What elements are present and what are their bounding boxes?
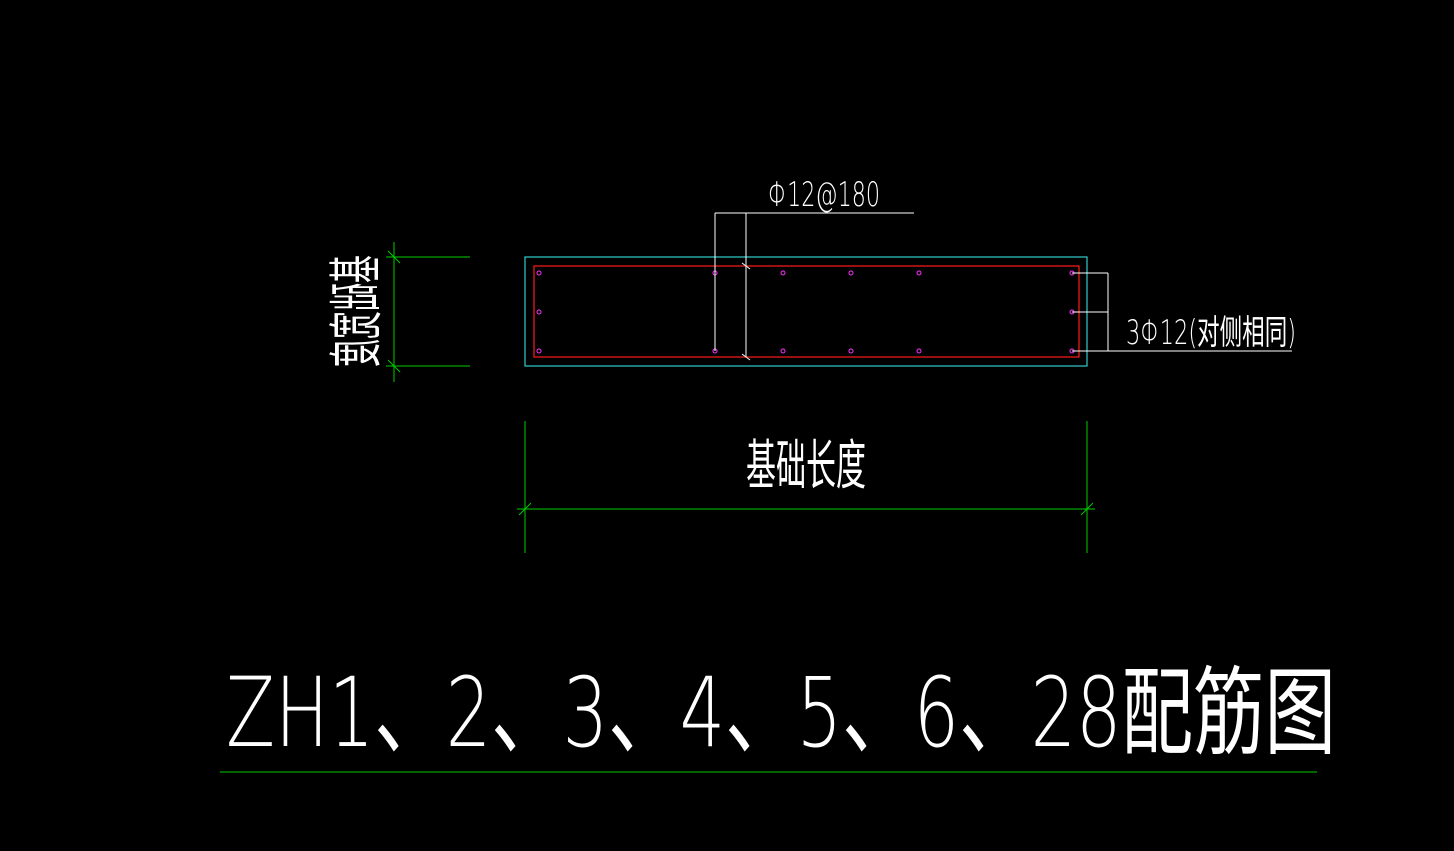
rebar-point (536, 309, 542, 315)
rebar-point (780, 270, 786, 276)
width-dimension (386, 242, 470, 382)
stirrup-label: Φ12@180 (768, 175, 880, 215)
rebar-point (848, 270, 854, 276)
side-rebar-leader (1072, 272, 1292, 352)
rebar-cage (533, 265, 1080, 358)
foundation-outline (524, 256, 1088, 367)
drawing-title: ZH1、2、3、4、5、6、28配筋图 (226, 657, 1336, 769)
rebar-points (536, 270, 1075, 354)
length-dim-label: 基础长度 (746, 434, 866, 497)
rebar-point (916, 270, 922, 276)
width-dim-label: 基础宽度 (325, 255, 388, 367)
rebar-point (916, 348, 922, 354)
length-dimension (517, 421, 1095, 553)
rebar-point (848, 348, 854, 354)
side-rebar-label: 3Φ12(对侧相同) (1126, 313, 1296, 353)
rebar-point (536, 270, 542, 276)
stirrup-leader (714, 212, 914, 361)
rebar-point (780, 348, 786, 354)
rebar-point (536, 348, 542, 354)
